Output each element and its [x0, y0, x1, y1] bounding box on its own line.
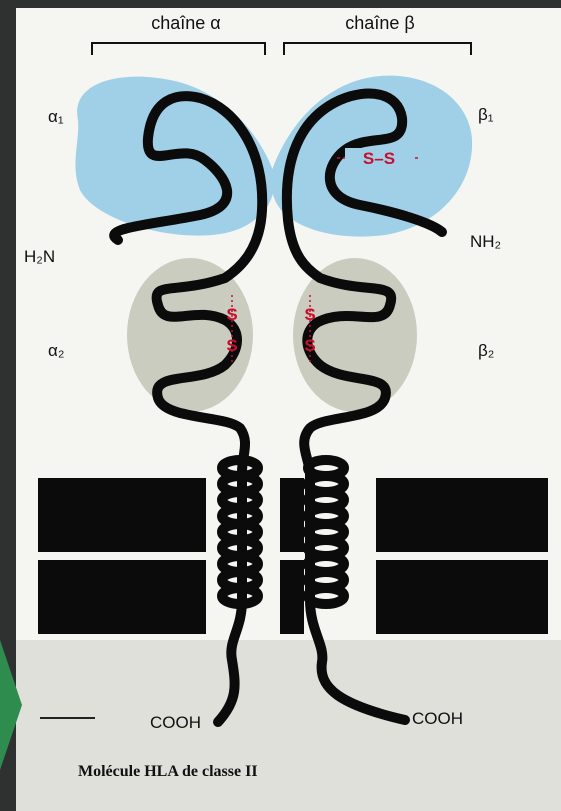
membrane-block	[38, 560, 206, 634]
alpha2-sulfur-bottom: S	[226, 336, 237, 355]
beta2-sulfur-bottom: S	[304, 336, 315, 355]
alpha2-sulfur-top: S	[226, 305, 237, 324]
membrane-block	[280, 560, 304, 634]
beta1-disulfide-bond: S–S	[363, 149, 395, 168]
beta-c-terminus: COOH	[412, 709, 463, 728]
membrane-block	[376, 478, 548, 552]
lower-page-shade	[16, 640, 561, 811]
alpha2-label: α₂	[48, 341, 64, 360]
figure-caption: Molécule HLA de classe II	[78, 763, 258, 780]
alpha1-label: α₁	[48, 107, 64, 126]
membrane-block	[280, 478, 304, 552]
alpha-chain-title: chaîne α	[151, 13, 220, 33]
alpha-c-terminus: COOH	[150, 713, 201, 732]
membrane-block	[38, 478, 206, 552]
beta-chain-title: chaîne β	[345, 13, 414, 33]
alpha-n-terminus: H₂N	[24, 247, 55, 266]
membrane-block	[376, 560, 548, 634]
beta-n-terminus: NH₂	[470, 232, 501, 251]
beta1-label: β₁	[478, 105, 494, 124]
beta2-sulfur-top: S	[304, 305, 315, 324]
beta2-label: β₂	[478, 341, 494, 360]
